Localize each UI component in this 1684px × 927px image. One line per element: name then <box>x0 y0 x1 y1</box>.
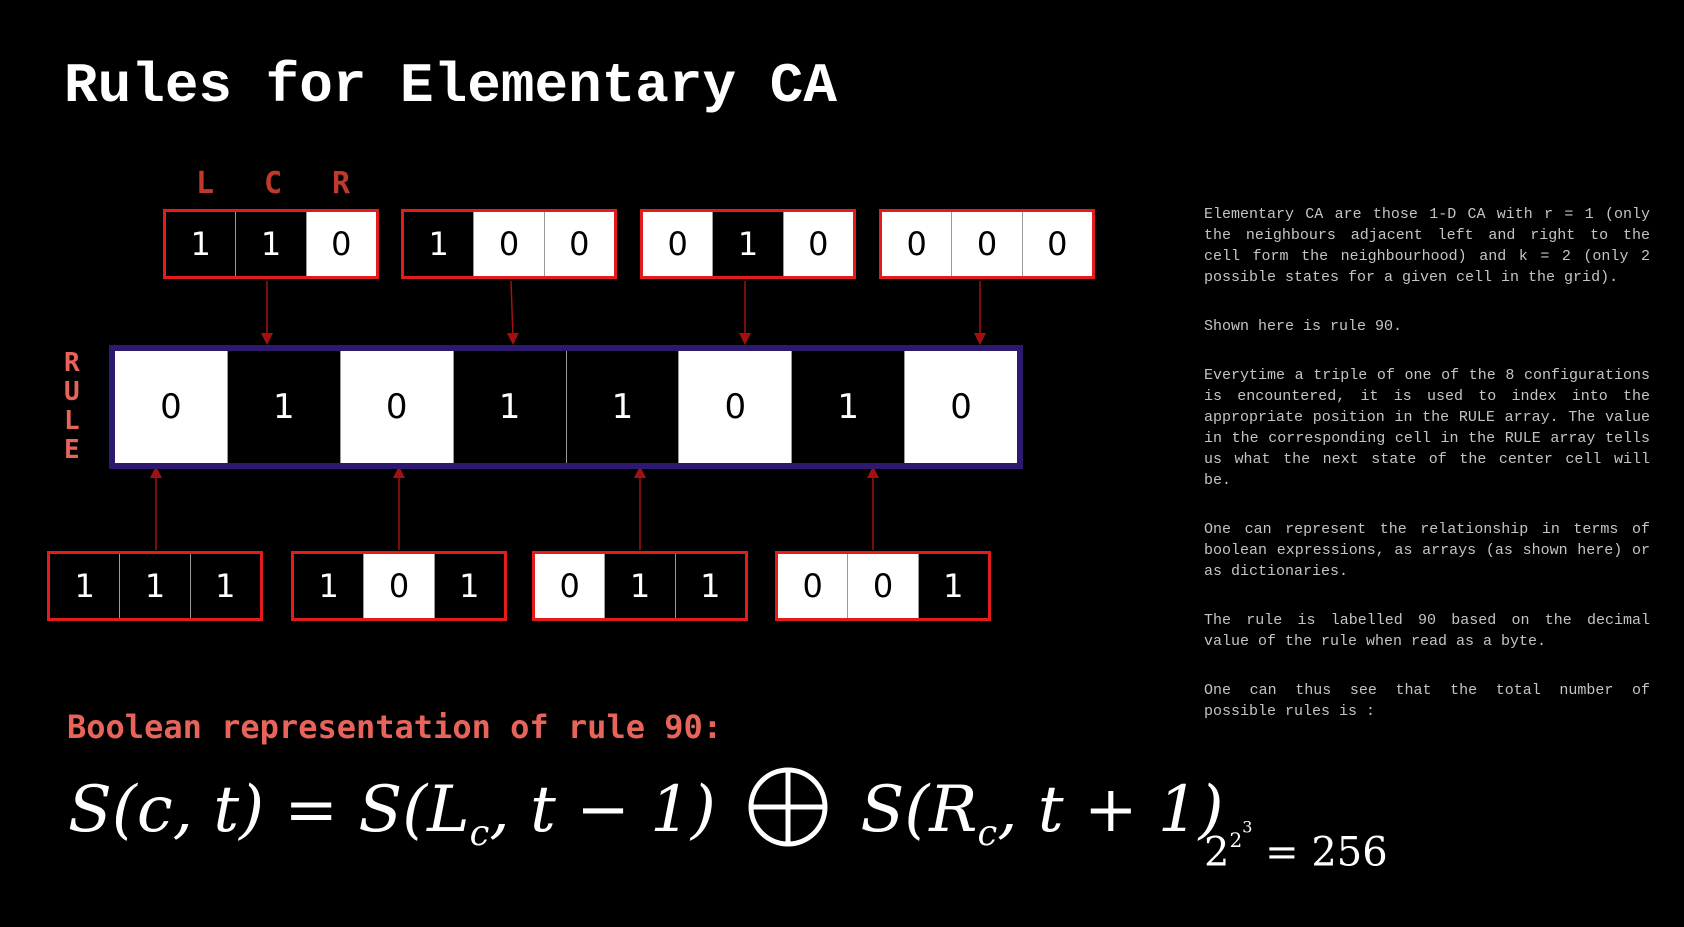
bottom-triple: 0 1 1 <box>532 551 748 621</box>
triple-cell: 1 <box>918 554 988 618</box>
rule-label-letter: R <box>64 348 80 378</box>
formula-term2-prefix: S(R <box>860 773 978 847</box>
rule-count-formula: 223 = 256 <box>1204 818 1388 875</box>
formula-result: = 256 <box>1252 829 1388 876</box>
triple-cell: 0 <box>643 212 714 276</box>
triple-cell: 1 <box>294 554 365 618</box>
explanation-paragraph: Everytime a triple of one of the 8 confi… <box>1204 367 1650 489</box>
rule-cell: 0 <box>905 351 1017 463</box>
triple-cell: 0 <box>364 554 435 618</box>
rule-label-letter: U <box>64 377 80 407</box>
center-label: C <box>263 166 283 201</box>
rule-cell: 1 <box>453 351 567 463</box>
triple-cell: 0 <box>778 554 849 618</box>
triple-cell: 0 <box>783 212 853 276</box>
bottom-triple: 1 1 1 <box>47 551 263 621</box>
rule-label-letter: E <box>64 435 80 465</box>
triple-cell: 0 <box>848 554 919 618</box>
top-triple: 0 0 0 <box>879 209 1095 279</box>
bottom-triple: 1 0 1 <box>291 551 507 621</box>
triple-cell: 1 <box>713 212 784 276</box>
triple-cell: 1 <box>605 554 676 618</box>
formula-term1-prefix: S(L <box>358 773 470 847</box>
top-triple: 1 1 0 <box>163 209 379 279</box>
triple-cell: 1 <box>50 554 121 618</box>
rule-cell: 1 <box>792 351 906 463</box>
triple-cell: 0 <box>544 212 614 276</box>
explanation-paragraph: Shown here is rule 90. <box>1204 318 1403 335</box>
triple-cell: 1 <box>404 212 475 276</box>
boolean-heading: Boolean representation of rule 90: <box>67 708 723 746</box>
top-triple: 0 1 0 <box>640 209 856 279</box>
triple-cell: 0 <box>952 212 1023 276</box>
rule-label-letter: L <box>64 406 80 436</box>
slide-title: Rules for Elementary CA <box>64 54 837 118</box>
explanation-paragraph: One can thus see that the total number o… <box>1204 682 1650 720</box>
formula-equals: = <box>284 773 338 847</box>
formula-term2: S(Rc, t + 1) <box>860 773 1224 854</box>
triple-cell: 1 <box>434 554 504 618</box>
triple-cell: 1 <box>166 212 237 276</box>
xor-operator-icon <box>748 767 828 847</box>
top-triple: 1 0 0 <box>401 209 617 279</box>
formula-term2-sub: c <box>977 812 998 854</box>
formula-exponent: 23 <box>1229 818 1252 853</box>
bottom-triple: 0 0 1 <box>775 551 991 621</box>
left-label: L <box>195 166 215 201</box>
triple-cell: 0 <box>535 554 606 618</box>
triple-cell: 1 <box>236 212 307 276</box>
formula-exponent-base: 2 <box>1229 828 1243 853</box>
formula-term2-suffix: , t + 1) <box>997 773 1224 847</box>
formula-term1: S(Lc, t − 1) <box>358 773 716 854</box>
triple-cell: 0 <box>882 212 953 276</box>
formula-base: 2 <box>1204 829 1230 876</box>
triple-cell: 0 <box>306 212 376 276</box>
formula-term1-sub: c <box>469 812 490 854</box>
rule-cell: 0 <box>115 351 228 463</box>
explanation-panel: Elementary CA are those 1-D CA with r = … <box>1204 204 1650 750</box>
formula-term1-suffix: , t − 1) <box>489 773 716 847</box>
rule-90-formula: S(c, t) = S(Lc, t − 1) S(Rc, t + 1) <box>68 765 1224 854</box>
rule-cell: 0 <box>340 351 454 463</box>
triple-cell: 0 <box>1022 212 1092 276</box>
formula-lhs: S(c, t) <box>68 773 265 847</box>
explanation-paragraph: The rule is labelled 90 based on the dec… <box>1204 612 1650 650</box>
right-label: R <box>331 166 351 201</box>
rule-cell: 0 <box>679 351 793 463</box>
connector-arrow <box>506 280 519 345</box>
rule-array: 0 1 0 1 1 0 1 0 <box>109 345 1023 469</box>
triple-cell: 0 <box>474 212 545 276</box>
triple-cell: 1 <box>675 554 745 618</box>
triple-cell: 1 <box>120 554 191 618</box>
explanation-paragraph: One can represent the relationship in te… <box>1204 521 1650 580</box>
rule-cell: 1 <box>566 351 680 463</box>
formula-exponent-exponent: 3 <box>1242 818 1253 837</box>
rule-cell: 1 <box>227 351 341 463</box>
explanation-paragraph: Elementary CA are those 1-D CA with r = … <box>1204 206 1650 286</box>
triple-cell: 1 <box>190 554 260 618</box>
